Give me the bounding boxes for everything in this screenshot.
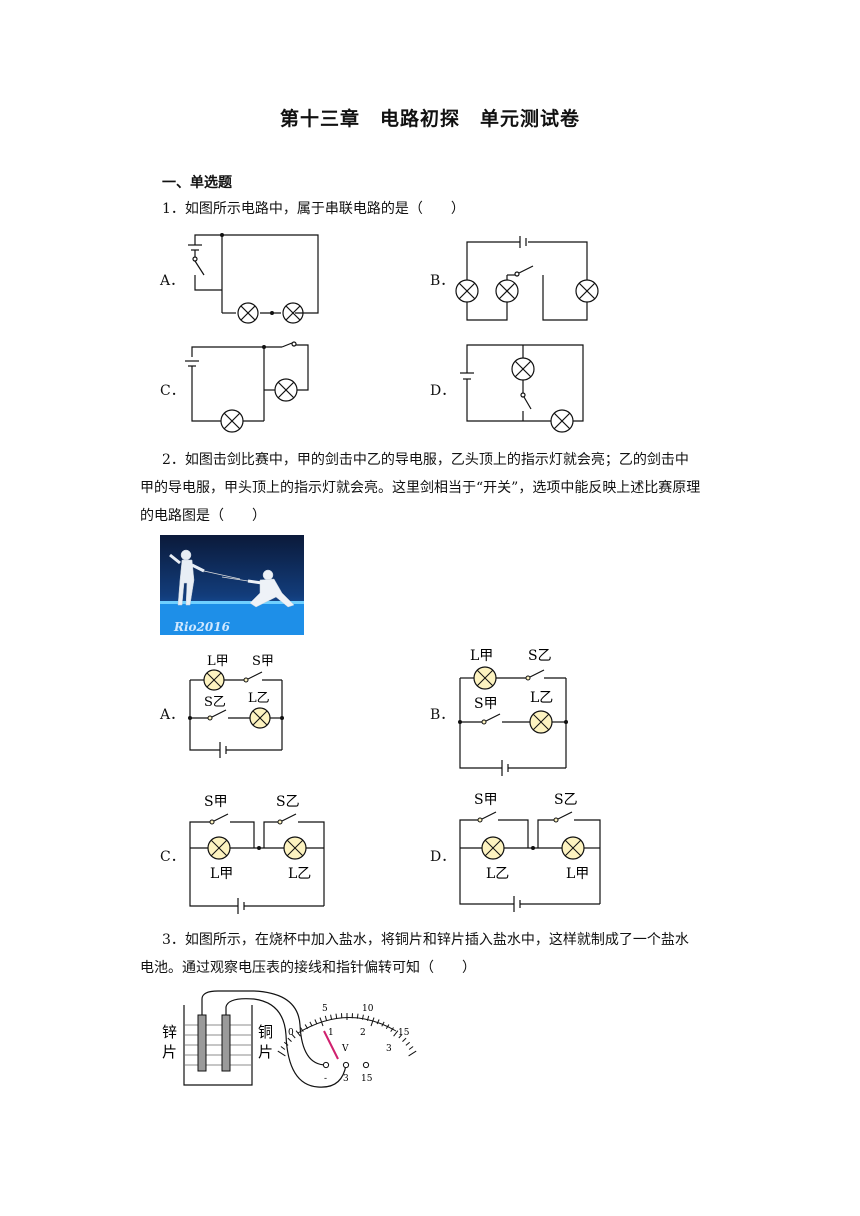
photo-caption: Rio2016 <box>173 620 231 634</box>
scale-outer-0: 0 <box>288 1028 294 1038</box>
scale-outer-5: 5 <box>322 1004 328 1014</box>
label-s-jia: S甲 <box>474 792 498 808</box>
q2-option-a-label: A． <box>160 707 185 723</box>
terminal-label-negative: - <box>324 1074 327 1084</box>
q2-option-b-label: B． <box>430 707 455 723</box>
q1-option-a-label: A． <box>160 273 185 289</box>
voltmeter-tick <box>314 1019 318 1025</box>
q1-circuit-d <box>460 344 584 433</box>
question-2-line-3: 的电路图是（ ） <box>140 508 266 524</box>
voltmeter-tick <box>287 1037 292 1042</box>
voltmeter-tick <box>335 1013 338 1019</box>
voltmeter-tick <box>408 1046 414 1050</box>
label-l-yi: L乙 <box>530 690 553 706</box>
voltmeter-tick <box>356 1013 359 1019</box>
scale-outer-15: 15 <box>398 1028 410 1038</box>
label-s-yi: S乙 <box>528 648 552 664</box>
scale-outer-10: 10 <box>362 1004 374 1014</box>
label-l-yi: L乙 <box>486 866 509 882</box>
salt-water-battery-figure: 锌 片 铜 片 0 5 10 15 1 2 3 V - 3 15 <box>162 990 417 1088</box>
scale-inner-1: 1 <box>328 1028 334 1038</box>
voltmeter-tick <box>381 1021 385 1027</box>
question-2-line-2: 甲的导电服，甲头顶上的指示灯就会亮。这里剑相当于“开关”，选项中能反映上述比赛原… <box>140 480 701 496</box>
q1-circuit-c <box>185 341 309 433</box>
q1-circuit-a <box>188 233 319 324</box>
voltmeter-unit: V <box>341 1044 349 1054</box>
section-heading: 一、单选题 <box>162 175 232 191</box>
q2-circuit-d: S甲 S乙 L乙 L甲 <box>459 792 601 912</box>
page-title: 第十三章 电路初探 单元测试卷 <box>279 108 580 130</box>
label-l-jia: L甲 <box>210 866 233 882</box>
voltmeter-ticks <box>277 1013 417 1057</box>
terminal-negative <box>322 1061 330 1069</box>
label-l-yi: L乙 <box>288 866 311 882</box>
voltmeter-tick <box>393 1030 399 1037</box>
label-s-jia: S甲 <box>204 794 228 810</box>
label-l-jia: L甲 <box>207 654 229 669</box>
question-2-line-1: 2．如图击剑比赛中，甲的剑击中乙的导电服，乙头顶上的指示灯就会亮；乙的剑击中 <box>162 452 689 468</box>
copper-label-2: 片 <box>258 1043 273 1061</box>
voltmeter-needle <box>323 1030 339 1060</box>
label-s-jia: S甲 <box>252 654 274 669</box>
copper-label-1: 铜 <box>258 1023 273 1041</box>
q1-option-c-label: C． <box>160 383 185 399</box>
voltmeter-tick <box>402 1037 407 1042</box>
voltmeter-tick <box>304 1024 309 1030</box>
question-3-line-1: 3．如图所示，在烧杯中加入盐水，将铜片和锌片插入盐水中，这样就制成了一个盐水 <box>162 932 689 948</box>
fencing-photo: Rio2016 <box>160 535 304 635</box>
q2-circuit-a: L甲 S甲 S乙 L乙 <box>188 654 284 758</box>
zinc-label-2: 片 <box>162 1043 177 1061</box>
q1-option-d-label: D． <box>430 383 456 399</box>
voltmeter-tick <box>330 1014 333 1020</box>
voltmeter-tick <box>309 1021 313 1027</box>
voltmeter-tick <box>390 1027 394 1032</box>
question-1-text: 1．如图所示电路中，属于串联电路的是（ ） <box>162 201 465 217</box>
label-s-yi: S乙 <box>204 695 226 710</box>
voltmeter-tick <box>385 1024 390 1030</box>
voltmeter-tick <box>291 1033 296 1039</box>
voltmeter-tick <box>376 1019 380 1025</box>
voltmeter-tick <box>366 1015 370 1021</box>
terminal-label-3: 3 <box>343 1074 349 1084</box>
terminal-15 <box>362 1061 370 1069</box>
label-l-jia: L甲 <box>566 866 589 882</box>
zinc-label-1: 锌 <box>162 1023 177 1041</box>
label-s-yi: S乙 <box>276 794 300 810</box>
q1-option-b-label: B． <box>430 273 455 289</box>
label-l-jia: L甲 <box>470 648 493 664</box>
voltmeter-tick <box>295 1030 301 1037</box>
voltmeter-tick <box>300 1027 304 1032</box>
question-3-line-2: 电池。通过观察电压表的接线和指针偏转可知（ ） <box>140 960 476 976</box>
voltmeter-tick <box>405 1041 411 1046</box>
voltmeter-tick <box>280 1046 286 1050</box>
voltmeter-tick <box>370 1017 375 1027</box>
terminal-3 <box>342 1061 350 1069</box>
voltmeter-tick <box>277 1050 286 1057</box>
q2-option-d-label: D． <box>430 849 456 865</box>
q1-circuit-b <box>455 236 599 321</box>
label-s-yi: S乙 <box>554 792 578 808</box>
label-s-jia: S甲 <box>474 696 498 712</box>
q2-option-c-label: C． <box>160 849 185 865</box>
scale-inner-3: 3 <box>386 1044 392 1054</box>
terminal-label-15: 15 <box>361 1074 373 1084</box>
label-l-yi: L乙 <box>248 691 270 706</box>
voltmeter-tick <box>398 1033 403 1039</box>
voltmeter-tick <box>361 1014 364 1020</box>
q2-circuit-b: L甲 S乙 S甲 L乙 <box>458 648 568 776</box>
scale-inner-2: 2 <box>360 1028 366 1038</box>
voltmeter-tick <box>283 1041 289 1046</box>
q2-circuit-c: S甲 S乙 L甲 L乙 <box>189 794 325 914</box>
voltmeter-tick <box>324 1015 328 1021</box>
voltmeter-tick <box>408 1050 417 1057</box>
voltmeter-tick <box>319 1017 324 1027</box>
